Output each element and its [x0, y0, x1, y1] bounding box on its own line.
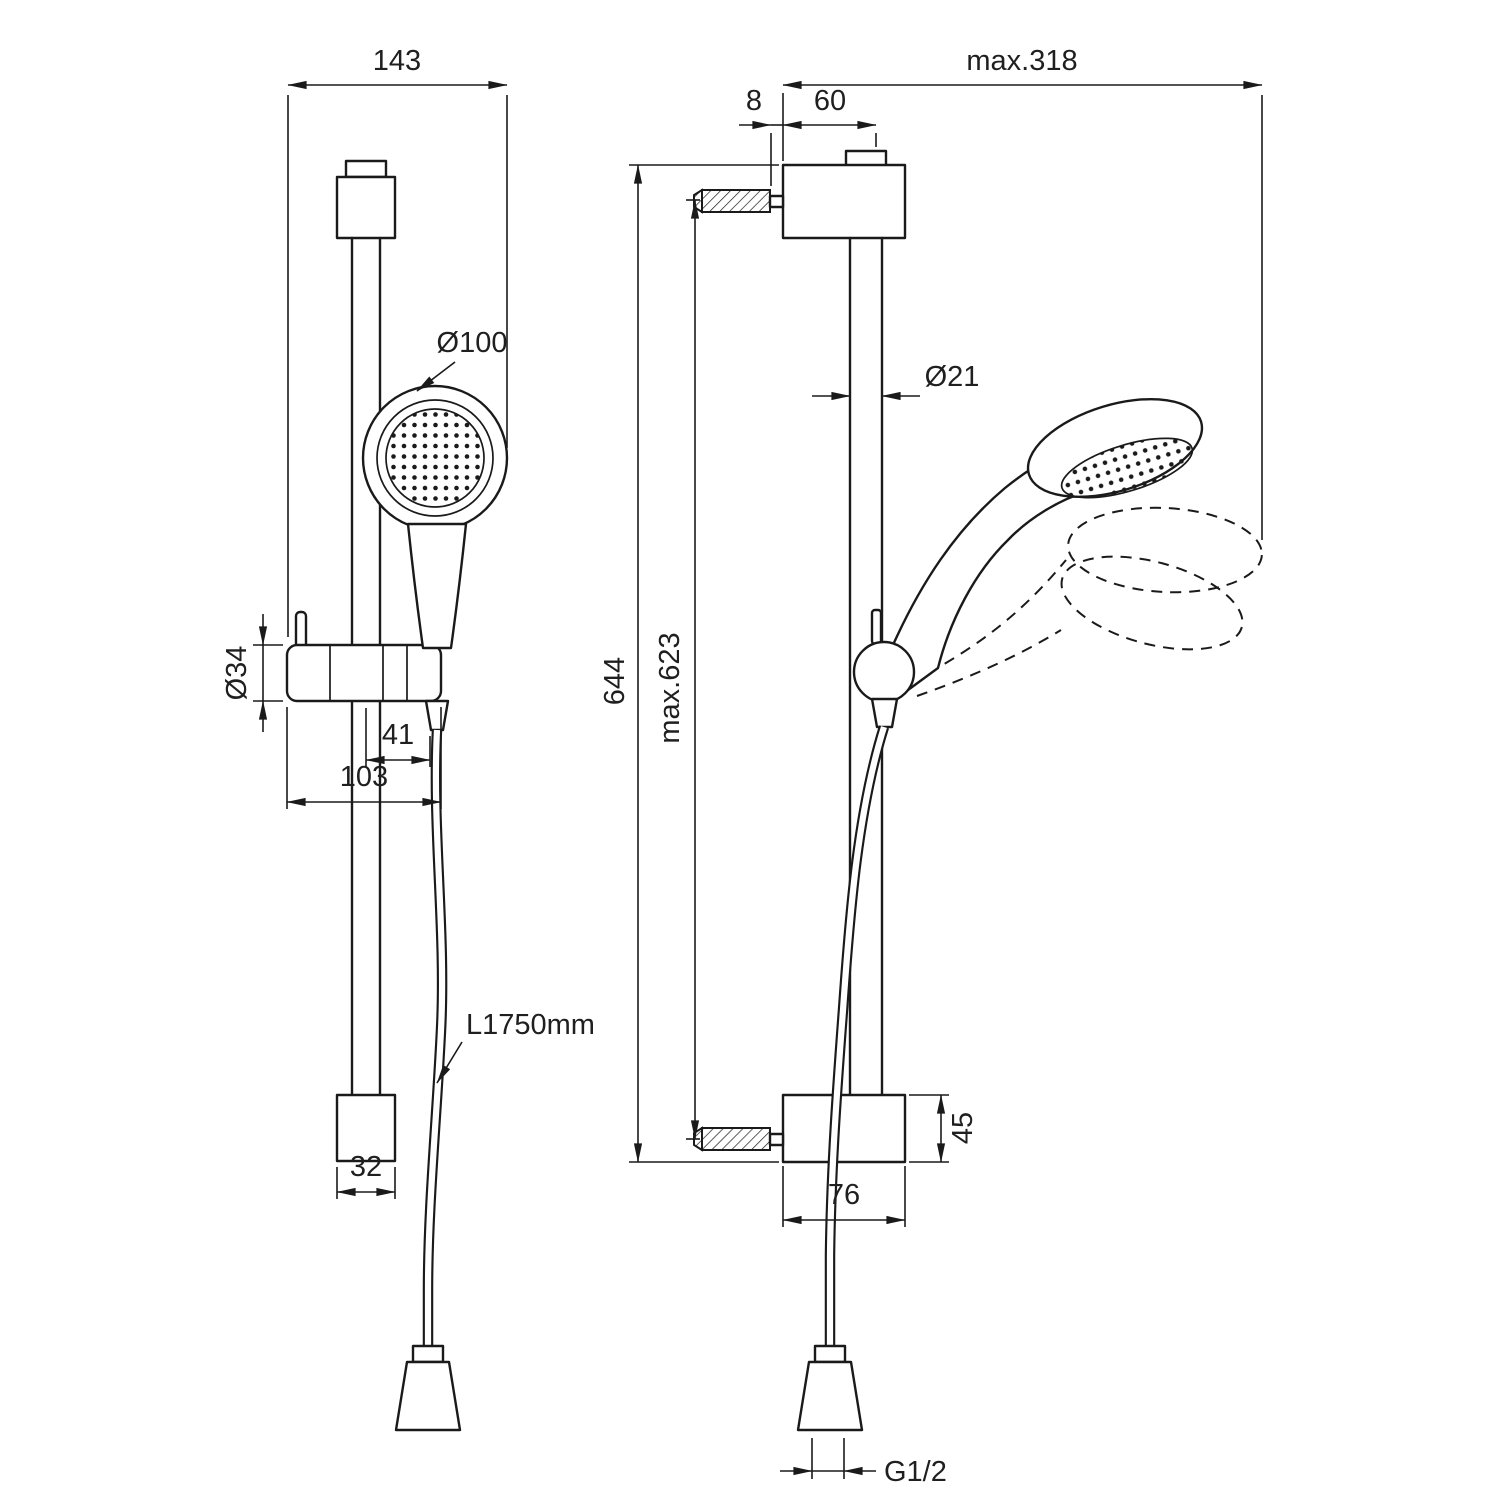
hose-cone-side: [796, 1360, 864, 1432]
dim-handspray-diameter: Ø100: [437, 327, 508, 359]
dim-hose-length: L1750mm: [466, 1009, 595, 1041]
locking-pin-front: [294, 610, 308, 650]
rail-front: [335, 159, 397, 1163]
dim-overall-width-front: 143: [373, 45, 421, 77]
hose-cone-front: [394, 1360, 462, 1432]
hose-nut-side: [870, 697, 899, 729]
hose-side: [796, 725, 890, 1432]
wall-plug-top: [701, 189, 771, 213]
top-wall-bracket: [781, 163, 907, 240]
side-dimensions: max.318 8 60 Ø21 644 max.623: [599, 45, 1263, 1488]
hose-thread-front: [411, 1344, 445, 1364]
hand-shower-front: [361, 384, 509, 650]
spray-face-side: [1060, 437, 1194, 499]
spray-face-front: [385, 408, 485, 508]
hose-nut-front: [424, 699, 450, 732]
locking-pin-side: [870, 608, 883, 646]
side-view: max.318 8 60 Ø21 644 max.623: [599, 45, 1263, 1488]
dim-holder-length: 103: [340, 761, 388, 793]
dim-max-slider-travel: max.623: [654, 632, 686, 743]
slider-knob-side: [852, 640, 916, 704]
wall-plugs: [693, 188, 785, 1152]
dim-plug-depth: 8: [746, 85, 762, 117]
dim-bracket-height: 45: [947, 1112, 979, 1144]
hose-thread-side: [813, 1344, 847, 1364]
front-dimensions: 143 Ø100 Ø34 41 103 32: [221, 45, 595, 1199]
wall-plug-bottom: [701, 1127, 771, 1151]
dim-max-reach: max.318: [966, 45, 1077, 77]
spray-head-position-dashed-2: [1060, 555, 1244, 651]
hose-front: [394, 699, 462, 1432]
dim-bracket-depth: 60: [814, 85, 846, 117]
dim-bracket-width: 76: [828, 1179, 860, 1211]
dim-overall-height: 644: [599, 657, 631, 705]
dim-connection-thread: G1/2: [884, 1456, 947, 1488]
front-view: 143 Ø100 Ø34 41 103 32: [221, 45, 595, 1432]
dim-base-width: 32: [350, 1151, 382, 1183]
hand-shower-side: [852, 397, 1263, 729]
dim-holder-diameter: Ø34: [221, 646, 253, 701]
dim-rail-to-spray-axis: 41: [382, 719, 414, 751]
bottom-wall-bracket: [781, 1093, 907, 1164]
spray-head-position-dashed-1: [1067, 506, 1263, 594]
slider-bracket-front: [285, 610, 443, 703]
handle-front: [406, 522, 468, 650]
dim-rail-diameter: Ø21: [925, 361, 980, 393]
